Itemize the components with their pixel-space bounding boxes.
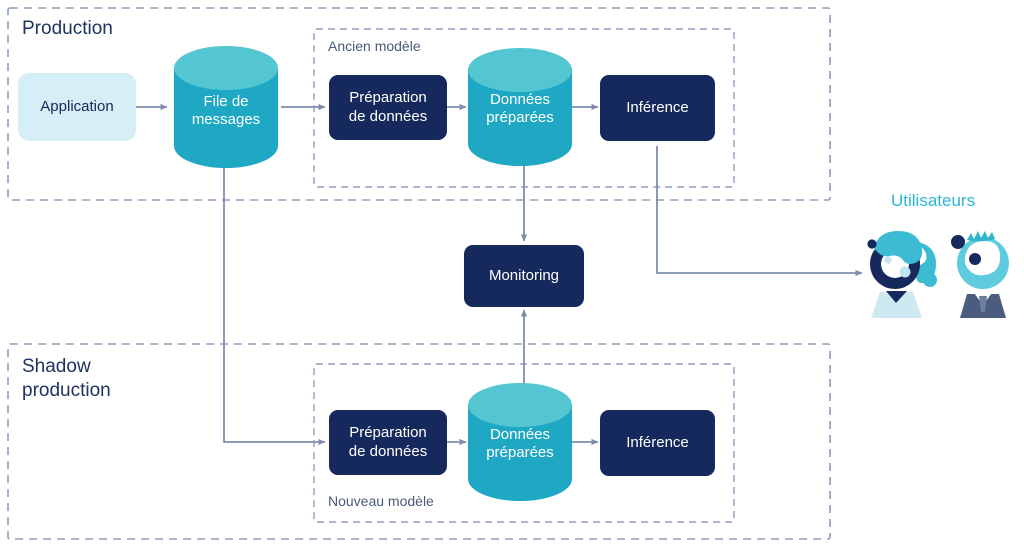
- cylinder-data-old[interactable]: [468, 48, 572, 166]
- cylinder-data-new[interactable]: [468, 383, 572, 501]
- zone-frame-production: [7, 7, 831, 201]
- zone-frame-shadow-production: [7, 343, 831, 540]
- connector-inference-old-to-users: [656, 146, 863, 277]
- subzone-label-nouveau-modele: Nouveau modèle: [328, 493, 434, 509]
- node-application[interactable]: Application: [18, 73, 136, 141]
- node-inference-ancien[interactable]: Inférence: [600, 75, 715, 141]
- users-illustration: [867, 230, 1009, 318]
- node-monitoring[interactable]: Monitoring: [464, 245, 584, 307]
- cylinder-file-de-messages[interactable]: [174, 46, 278, 168]
- avatar-female: [867, 230, 937, 318]
- subzone-label-ancien-modele: Ancien modèle: [328, 38, 421, 54]
- zone-label-production: Production: [22, 18, 113, 39]
- users-label: Utilisateurs: [891, 191, 976, 210]
- avatar-male: [951, 231, 1009, 318]
- node-inference-nouveau[interactable]: Inférence: [600, 410, 715, 476]
- connector-queue-to-prep-new: [223, 160, 326, 446]
